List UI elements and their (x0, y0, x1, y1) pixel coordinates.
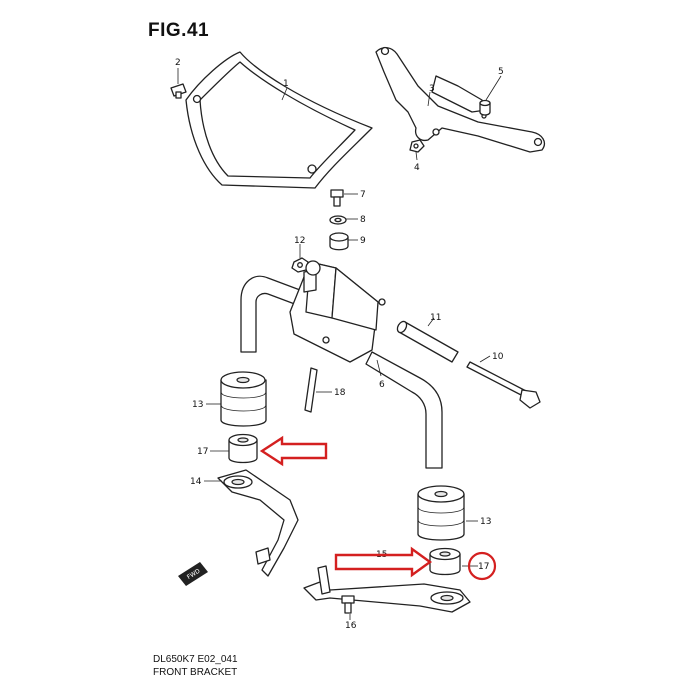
part-8-washer (329, 215, 347, 225)
callout-14: 14 (190, 477, 202, 487)
part-2-fastener (170, 83, 187, 99)
part-17-damper-left (228, 433, 258, 464)
callout-13-right: 13 (480, 517, 491, 527)
part-5-cap (479, 99, 491, 116)
part-16-bolt (341, 595, 355, 614)
callout-3: 3 (429, 84, 435, 94)
part-3-upper-bracket (375, 46, 546, 153)
part-4-nut (409, 139, 425, 153)
callout-1: 1 (283, 79, 289, 89)
callout-9: 9 (360, 236, 366, 246)
figure-title: FIG.41 (148, 20, 210, 41)
part-10-long-bolt (466, 361, 541, 409)
part-14-lower-bracket-left (217, 469, 299, 577)
callout-17-right: 17 (478, 562, 489, 572)
fwd-marker: FWD (178, 562, 208, 586)
callout-10: 10 (492, 352, 504, 362)
callout-4: 4 (414, 163, 420, 173)
callout-6: 6 (379, 380, 385, 390)
part-15-lower-bracket-right (303, 565, 471, 613)
callout-7: 7 (360, 190, 366, 200)
part-13-damper-right (417, 485, 465, 541)
part-1-cover-panel (185, 51, 373, 189)
callout-12: 12 (294, 236, 305, 246)
leader-lines (177, 68, 502, 620)
callout-17-left: 17 (197, 447, 208, 457)
part-9-collar (329, 232, 349, 251)
figure-code: DL650K7 E02_041 (153, 654, 238, 665)
part-7-bolt (330, 189, 344, 207)
callout-16: 16 (345, 621, 357, 631)
callout-2: 2 (175, 58, 181, 68)
part-6-front-bracket (240, 260, 443, 469)
part-13-damper-left (220, 371, 267, 427)
callout-11: 11 (430, 313, 441, 323)
callout-8: 8 (360, 215, 366, 225)
highlight-annotations (259, 435, 497, 581)
red-arrow-right (334, 546, 433, 578)
part-17-damper-right (429, 547, 461, 576)
callout-13-left: 13 (192, 400, 203, 410)
callout-5: 5 (498, 67, 504, 77)
red-circle-17 (467, 551, 497, 581)
red-arrow-left (259, 435, 328, 467)
part-11-sleeve (396, 320, 459, 363)
figure-caption: FRONT BRACKET (153, 667, 238, 678)
part-18-pin (304, 367, 318, 413)
callout-18: 18 (334, 388, 346, 398)
